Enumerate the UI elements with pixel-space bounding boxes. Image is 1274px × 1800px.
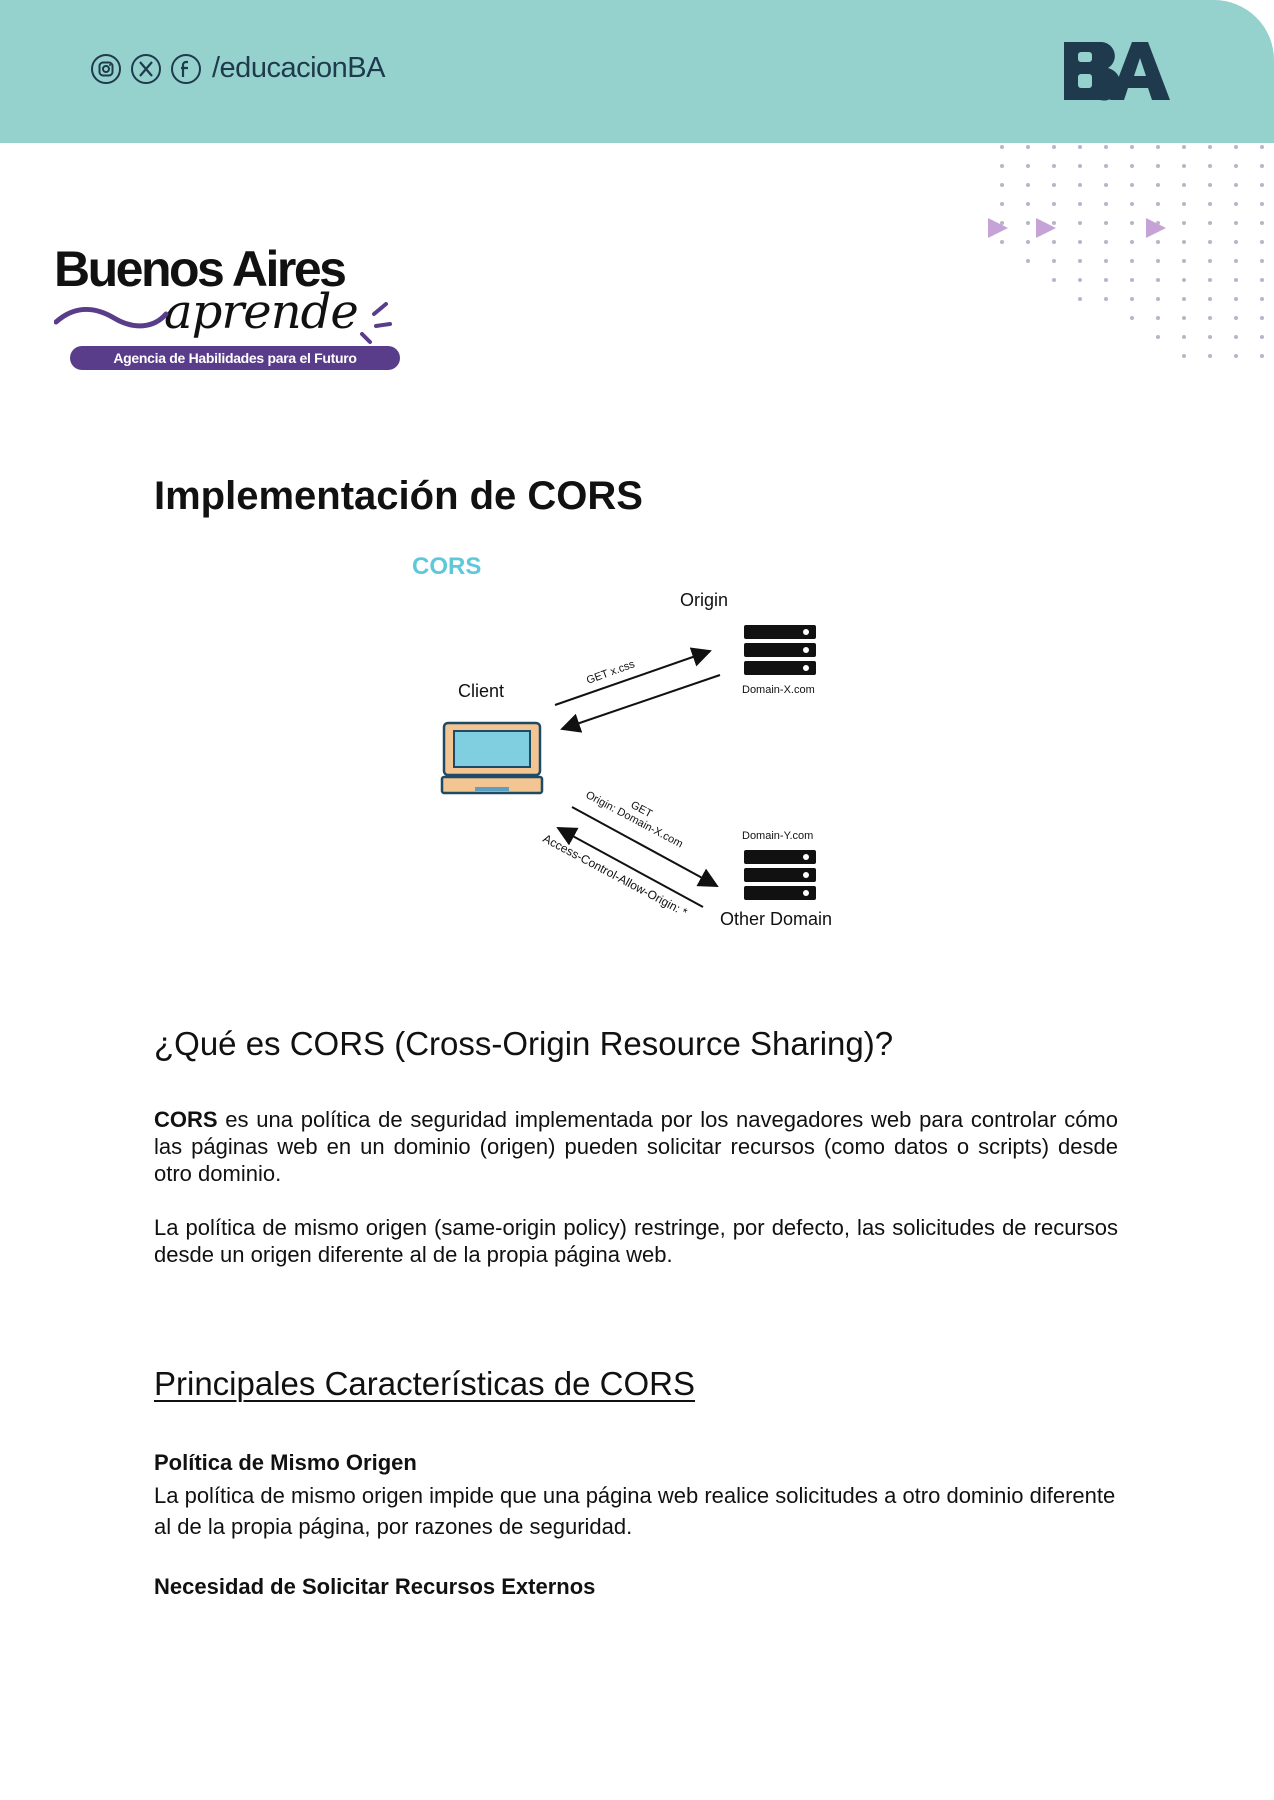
other-domain-label: Other Domain [720, 909, 832, 929]
section-heading-features: Principales Características de CORS [154, 1365, 696, 1402]
other-server-icon [744, 850, 816, 900]
swoosh-icon [54, 306, 169, 329]
get-css-label: GET x.css [585, 658, 637, 687]
cross-origin-request-arrow [571, 806, 719, 887]
paragraph-same-origin-policy: La política de mismo origen impide que u… [154, 1483, 1116, 1539]
other-domain: Domain-Y.com [742, 830, 813, 842]
instagram-icon[interactable] [90, 53, 122, 85]
subheading-same-origin-policy: Política de Mismo Origen [154, 1450, 417, 1475]
sparkle-icon [360, 302, 392, 344]
ba-logo [1064, 41, 1170, 101]
cors-diagram: CORS Origin Domain-X.com Client GET x.cs… [412, 553, 832, 929]
subheading-external-resources: Necesidad de Solicitar Recursos Externos [154, 1574, 596, 1599]
client-label: Client [458, 681, 504, 701]
agency-tagline: Agencia de Habilidades para el Futuro [70, 346, 400, 370]
laptop-icon [440, 721, 544, 795]
origin-domain: Domain-X.com [742, 684, 815, 696]
decorative-dots [988, 145, 1264, 358]
page-title: Implementación de CORS [154, 474, 643, 518]
facebook-icon[interactable] [170, 53, 202, 85]
diagram-heading: CORS [412, 553, 481, 580]
response-arrow [560, 674, 721, 733]
get-request-arrow [554, 647, 712, 706]
header-bar: /educacionBA [0, 0, 1274, 143]
paragraph-cors-definition: CORS es una política de seguridad implem… [154, 1106, 1118, 1187]
agency-logo-line1: Buenos Aires [54, 241, 347, 297]
section-heading-what-is-cors: ¿Qué es CORS (Cross-Origin Resource Shar… [154, 1025, 894, 1062]
paragraph-same-origin: La política de mismo origen (same-origin… [154, 1215, 1118, 1267]
cross-origin-response-arrow [556, 827, 704, 908]
social-handle[interactable]: /educacionBA [212, 52, 385, 84]
agency-logo: Buenos Aires aprende Agencia de Habilida… [54, 240, 400, 370]
origin-server-icon [744, 625, 816, 675]
x-twitter-icon[interactable] [130, 53, 162, 85]
cors-bold-term: CORS [154, 1107, 218, 1132]
cors-definition-text: es una política de seguridad implementad… [154, 1107, 1118, 1186]
agency-logo-line2: aprende [164, 284, 359, 340]
social-links: /educacionBA [90, 52, 385, 85]
allow-origin-label: Access-Control-Allow-Origin: * [541, 831, 690, 919]
origin-label: Origin [680, 590, 728, 610]
